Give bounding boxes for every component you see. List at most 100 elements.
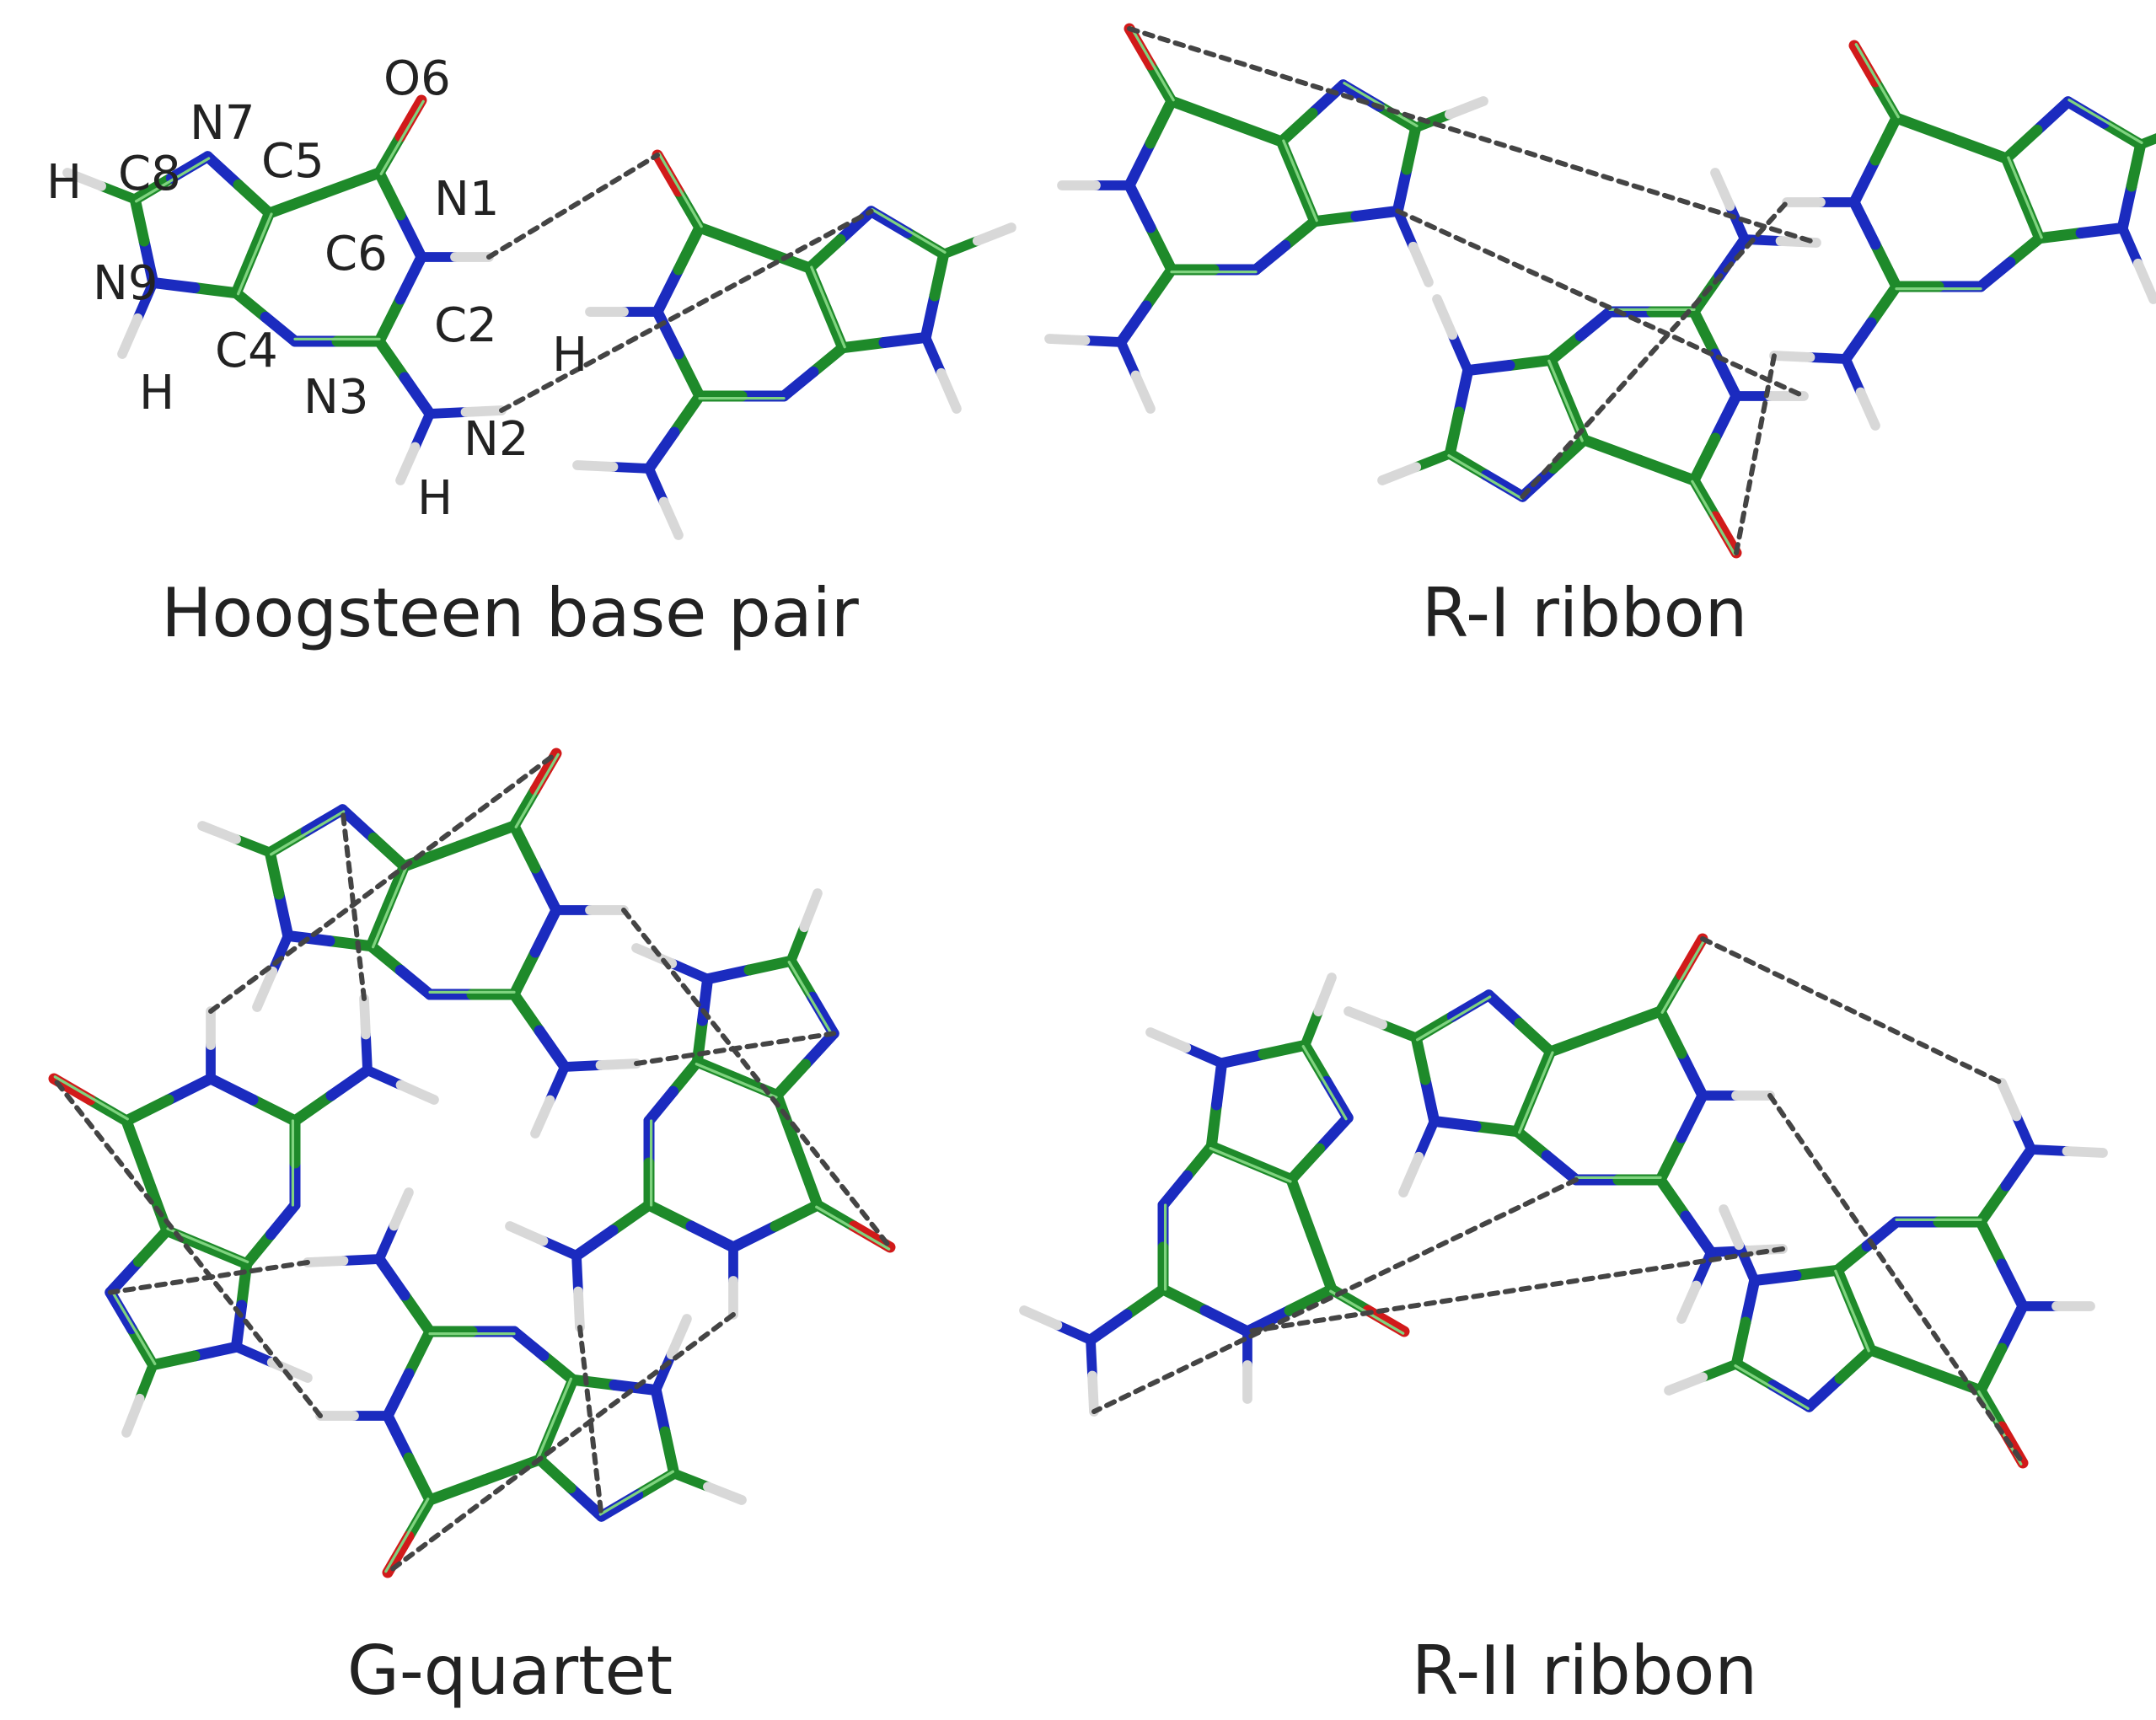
bond <box>702 964 755 985</box>
bond <box>289 1090 337 1127</box>
bond <box>1087 1370 1099 1417</box>
bond <box>2017 192 2046 244</box>
bond <box>920 332 947 378</box>
bond <box>878 331 931 348</box>
atom-label-c4: C4 <box>215 324 278 378</box>
bond <box>84 1094 132 1127</box>
bond <box>1541 1149 1582 1186</box>
bond <box>1769 351 1815 362</box>
bond <box>530 1095 555 1139</box>
bond <box>902 227 950 260</box>
bond <box>1869 76 1902 124</box>
bond <box>1724 201 1750 244</box>
bond-highlight <box>695 1062 778 1099</box>
bond <box>1848 40 1881 88</box>
bond <box>534 1025 571 1073</box>
bond <box>201 151 244 190</box>
bond <box>1275 136 1304 187</box>
bond <box>936 367 962 414</box>
bond <box>1680 1210 1717 1258</box>
bond <box>1975 256 2016 292</box>
bond <box>1803 1373 1846 1412</box>
bond <box>771 1090 803 1156</box>
bond <box>403 1494 436 1542</box>
bond <box>132 1224 173 1267</box>
bond <box>1709 511 1742 559</box>
bond <box>1996 1300 2029 1354</box>
bond <box>264 187 330 219</box>
bond <box>303 1256 349 1267</box>
bond <box>252 966 278 1012</box>
bond <box>1975 1385 2008 1433</box>
hydrogen-bond <box>1395 208 1806 399</box>
bond <box>359 994 371 1040</box>
bond-highlight <box>1209 1146 1292 1183</box>
bond <box>807 991 839 1039</box>
hydrogen-bond <box>1734 353 1777 555</box>
guanine-hoogsteen-a <box>62 94 507 485</box>
bond <box>264 825 312 859</box>
bond <box>1447 330 1473 376</box>
bond <box>1834 1344 1877 1385</box>
atom-label-n3: N3 <box>303 370 369 425</box>
bond <box>1841 354 1866 398</box>
atom-label-c5: C5 <box>261 134 324 189</box>
bond <box>231 833 276 858</box>
atom-label-h8: H <box>46 155 82 210</box>
bond <box>2034 228 2087 244</box>
bond <box>837 337 890 354</box>
bond <box>1865 281 1902 329</box>
bond <box>1865 1344 1932 1376</box>
bond-highlight <box>53 1075 129 1121</box>
bond <box>1413 1116 1440 1162</box>
bond <box>1869 238 1902 292</box>
bond <box>508 784 541 832</box>
bond <box>508 820 541 874</box>
bond <box>1205 1140 1258 1169</box>
bond <box>1410 1010 1458 1044</box>
guanine-quartet-top <box>197 747 641 1139</box>
bond <box>1655 1174 1692 1222</box>
guanine-r1-right <box>1769 40 2156 431</box>
bond <box>373 167 406 221</box>
bond <box>410 409 435 453</box>
bond-highlight <box>2007 156 2043 239</box>
bond-highlight <box>1282 139 1318 222</box>
bond <box>1805 352 1851 364</box>
bond <box>534 1454 577 1494</box>
guanine-r2-right <box>1664 1078 2108 1469</box>
bond <box>1470 1121 1523 1138</box>
bond <box>2116 180 2137 233</box>
bond <box>1432 294 1458 340</box>
bond <box>652 306 684 360</box>
bond <box>134 1359 158 1404</box>
bond <box>1600 1005 1666 1037</box>
bond <box>1545 1026 1612 1058</box>
bond <box>644 463 669 507</box>
bond <box>1891 112 1957 144</box>
bond <box>1115 300 1152 348</box>
bond <box>373 1253 410 1301</box>
bond <box>1401 122 1422 175</box>
bond <box>105 1287 137 1335</box>
bond <box>1292 175 1321 228</box>
bond <box>1547 434 1590 474</box>
bond <box>807 342 849 378</box>
bond <box>403 1326 436 1380</box>
bond <box>1419 1074 1440 1127</box>
bond <box>1124 137 1156 191</box>
bond <box>778 366 819 402</box>
bond <box>1362 1305 1410 1337</box>
bond-highlight <box>1734 1364 1810 1411</box>
bond-highlight <box>166 1227 249 1264</box>
bond <box>972 222 1016 246</box>
bond <box>1710 168 1735 212</box>
bond <box>667 958 713 984</box>
bond <box>138 235 159 288</box>
hydrogen-bond <box>340 806 367 1001</box>
bond <box>163 1073 217 1106</box>
bond <box>572 460 619 472</box>
bond-highlight <box>1517 1051 1554 1134</box>
bond <box>1258 1039 1311 1060</box>
bond <box>367 832 410 872</box>
